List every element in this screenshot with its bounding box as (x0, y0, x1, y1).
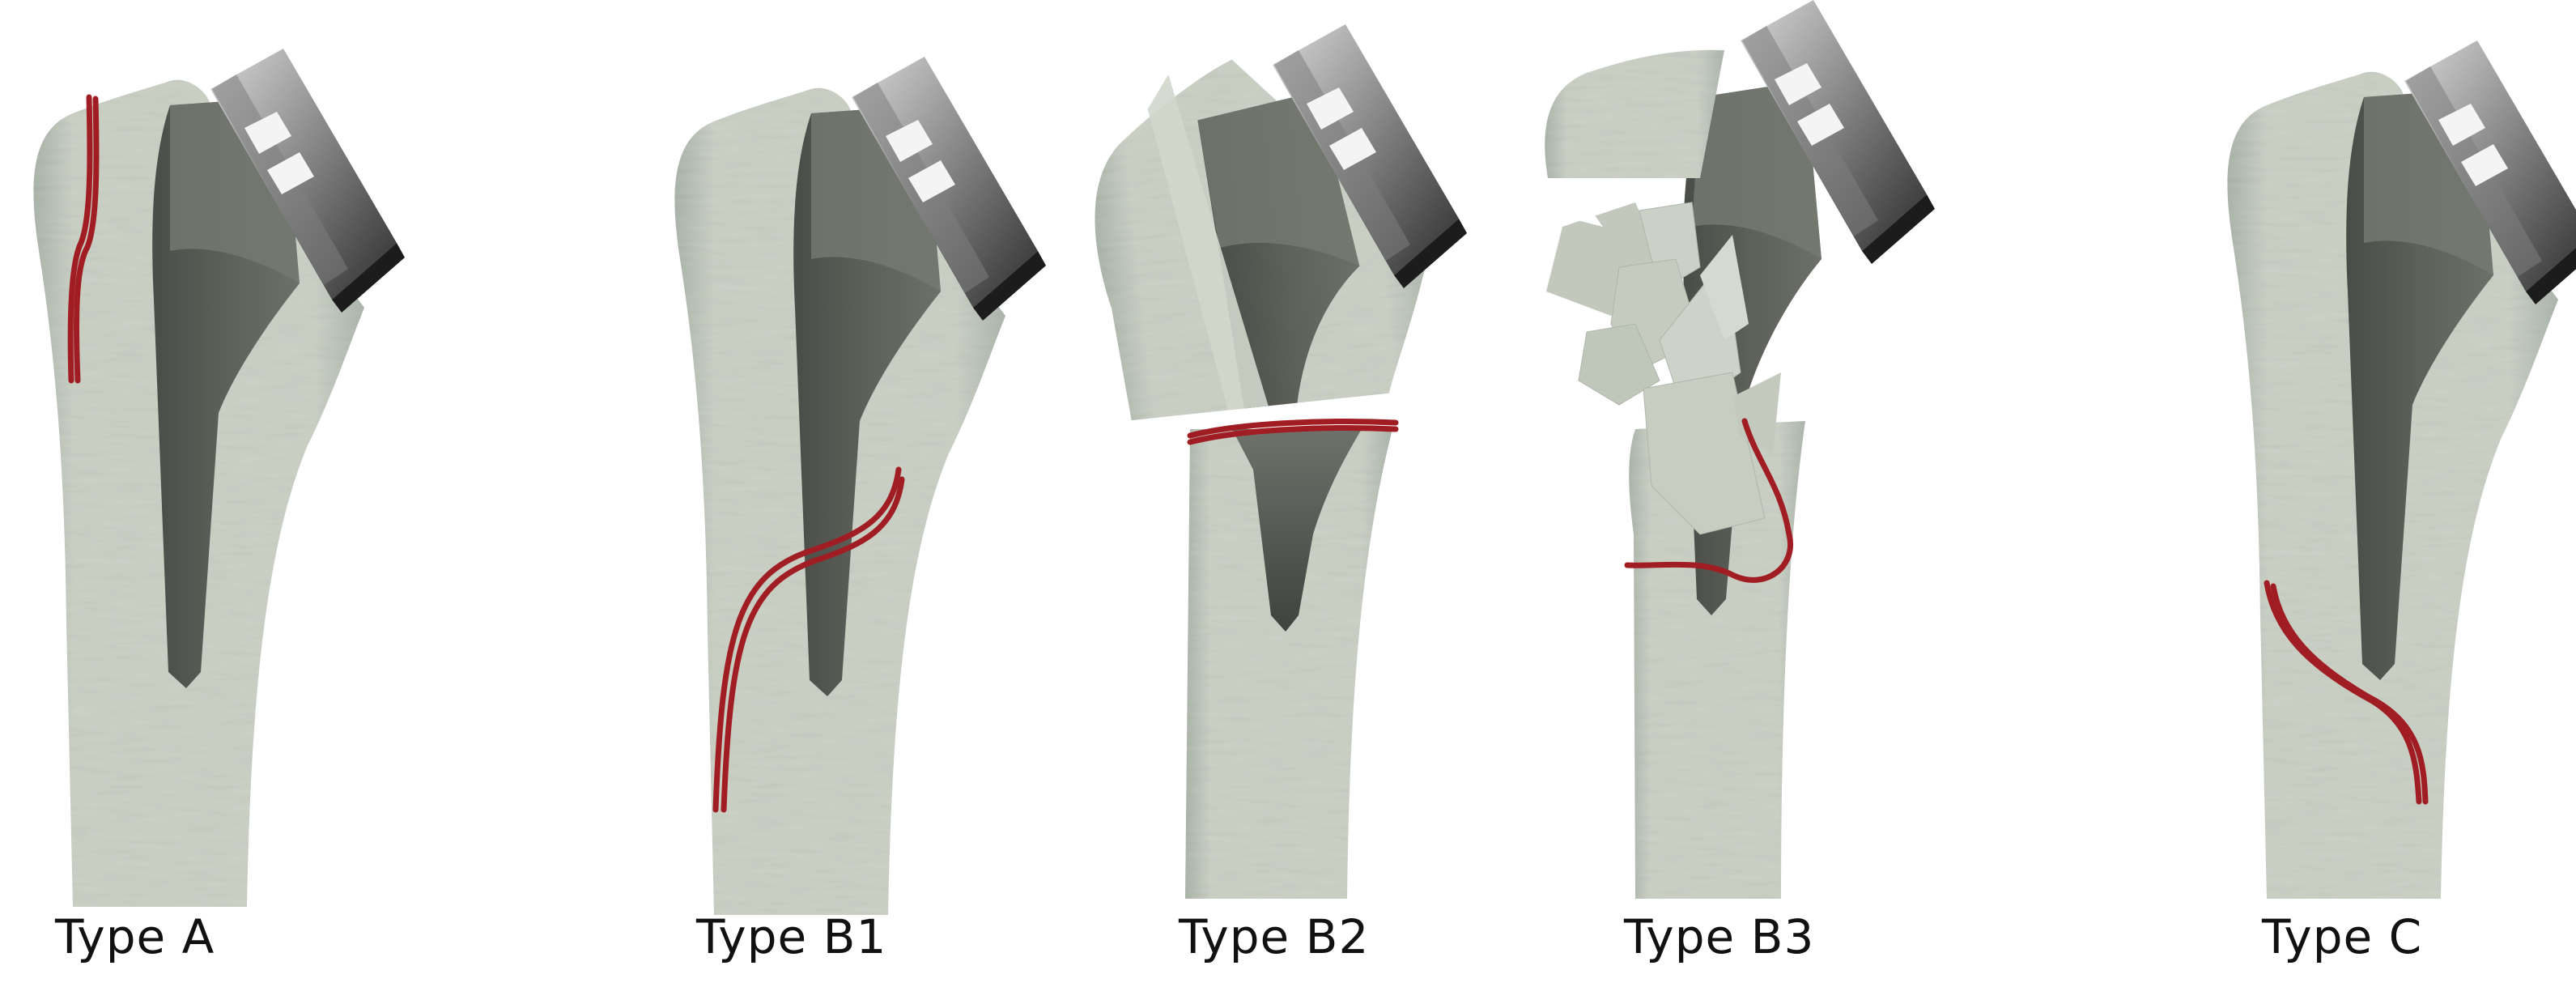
panel-type-c (2227, 40, 2576, 899)
label-type-b1: Type B1 (696, 909, 887, 964)
fracture-line (1624, 418, 1793, 583)
panel-type-a (33, 49, 405, 907)
prosthesis-stem (1232, 429, 1362, 632)
label-type-c: Type C (2262, 909, 2423, 964)
fracture-line (712, 466, 905, 813)
fracture-line (1187, 419, 1399, 445)
panel-type-b1 (674, 57, 1046, 915)
label-type-a: Type A (55, 909, 215, 964)
fracture-line (67, 94, 100, 384)
panel-type-b3 (1545, 0, 1935, 899)
fracture-line (2264, 580, 2429, 805)
label-type-b3: Type B3 (1624, 909, 1815, 964)
label-type-b2: Type B2 (1179, 909, 1370, 964)
panel-type-b2 (1095, 24, 1467, 899)
